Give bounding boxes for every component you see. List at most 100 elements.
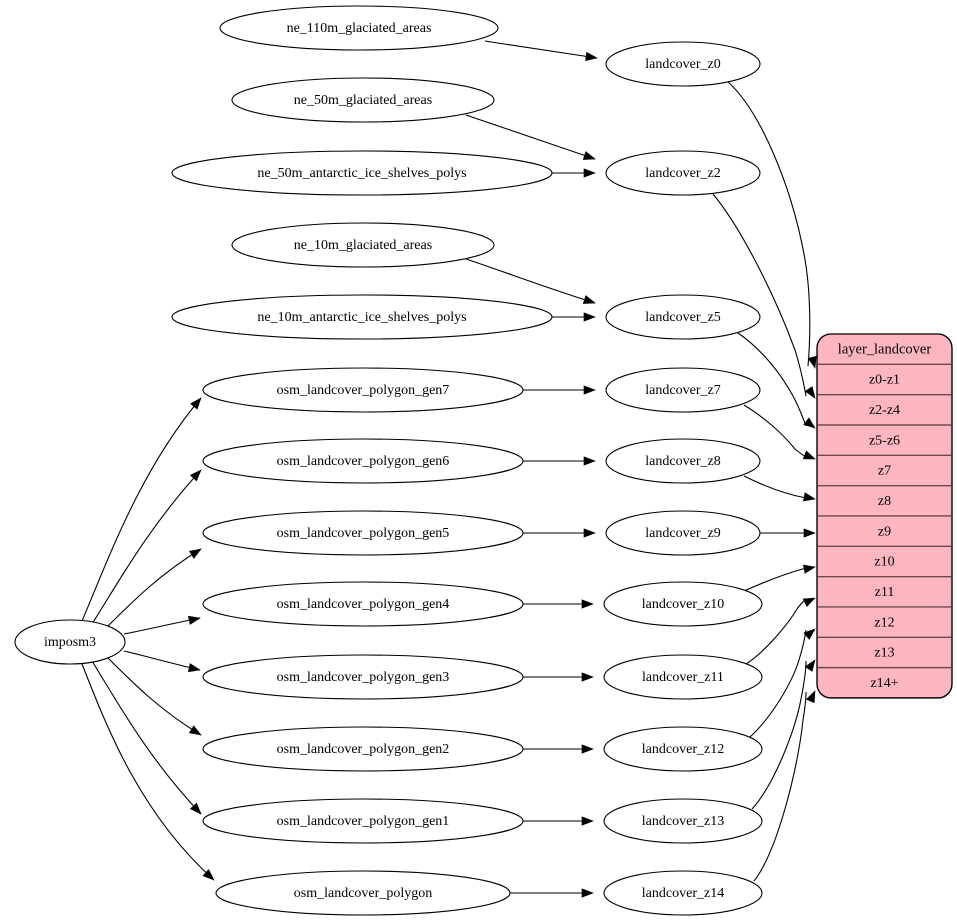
node-shape: [603, 798, 763, 844]
arrowhead: [581, 744, 594, 754]
nodes-layer: imposm3 ne_110m_glaciated_areas ne_50m_gla…: [14, 5, 763, 916]
source-node-osm_landcover_polygon_gen5[interactable]: osm_landcover_polygon_gen5: [202, 510, 524, 556]
node-shape: [202, 367, 524, 413]
source-node-ne_50m_glaciated_areas[interactable]: ne_50m_glaciated_areas: [231, 77, 495, 123]
arrowhead: [804, 386, 816, 399]
edge-landcover_z0-to-row-z0-z1: [726, 80, 811, 367]
arrowhead: [583, 456, 596, 466]
node-shape: [231, 222, 495, 268]
edge-landcover_z8-to-row-z8: [743, 475, 807, 499]
node-shape: [215, 870, 511, 916]
node-shape: [202, 510, 524, 556]
layer-node-landcover_z2[interactable]: landcover_z2: [605, 150, 761, 196]
arrowhead: [807, 355, 817, 369]
source-node-ne_10m_antarctic_ice_shelves_polys[interactable]: ne_10m_antarctic_ice_shelves_polys: [171, 294, 553, 340]
edge-landcover_z7-to-row-z7: [743, 404, 807, 458]
layer-node-landcover_z12[interactable]: landcover_z12: [603, 726, 763, 772]
node-shape: [605, 510, 761, 556]
node-shape: [603, 654, 763, 700]
arrowhead: [582, 295, 596, 304]
arrowhead: [804, 659, 816, 672]
arrowhead: [187, 663, 201, 673]
edge-imposm3-to-osm_landcover_polygon_gen6: [91, 469, 202, 625]
edge-imposm3-to-osm_landcover_polygon_gen4: [123, 617, 201, 635]
arrowhead: [581, 888, 594, 898]
node-shape: [202, 798, 524, 844]
source-node-ne_50m_antarctic_ice_shelves_polys[interactable]: ne_50m_antarctic_ice_shelves_polys: [171, 150, 553, 196]
arrowhead: [188, 548, 202, 559]
layer-node-landcover_z11[interactable]: landcover_z11: [603, 654, 763, 700]
source-node-ne_110m_glaciated_areas[interactable]: ne_110m_glaciated_areas: [219, 5, 499, 51]
node-shape: [605, 41, 761, 87]
source-node-osm_landcover_polygon_gen7[interactable]: osm_landcover_polygon_gen7: [202, 367, 524, 413]
edge-landcover_z12-to-row-z12: [749, 629, 807, 738]
node-shape: [14, 619, 126, 665]
arrowhead: [583, 528, 596, 538]
layer-node-landcover_z10[interactable]: landcover_z10: [603, 581, 763, 627]
edge-landcover_z13-to-row-z13: [751, 660, 807, 810]
arrowhead: [583, 168, 596, 178]
edge-landcover_z5-to-row-z5-z6: [737, 332, 807, 427]
node-shape: [605, 367, 761, 413]
edge-imposm3-to-osm_landcover_polygon_gen3: [123, 650, 201, 671]
layer-node-landcover_z7[interactable]: landcover_z7: [605, 367, 761, 413]
layer-node-landcover_z9[interactable]: landcover_z9: [605, 510, 761, 556]
node-shape: [605, 294, 761, 340]
source-node-osm_landcover_polygon_gen2[interactable]: osm_landcover_polygon_gen2: [202, 726, 524, 772]
node-shape: [202, 726, 524, 772]
arrowhead: [803, 492, 816, 502]
source-node-osm_landcover_polygon_gen1[interactable]: osm_landcover_polygon_gen1: [202, 798, 524, 844]
source-node-osm_landcover_polygon_gen3[interactable]: osm_landcover_polygon_gen3: [202, 654, 524, 700]
arrowhead: [581, 816, 594, 826]
arrowheads-layer: [187, 51, 817, 898]
edge-ne_50m_glaciated_areas-to-landcover_z2: [465, 114, 596, 160]
arrowhead: [803, 628, 816, 640]
source-node-imposm3[interactable]: imposm3: [14, 619, 126, 665]
edge-ne_110m_glaciated_areas-to-landcover_z0: [484, 40, 598, 59]
edge-landcover_z10-to-row-z10: [743, 567, 807, 592]
node-shape: [603, 581, 763, 627]
edge-landcover_z2-to-row-z2-z4: [712, 193, 807, 397]
node-shape: [231, 77, 495, 123]
layer-node-landcover_z14[interactable]: landcover_z14: [603, 870, 763, 916]
arrowhead: [802, 450, 816, 460]
node-shape: [603, 870, 763, 916]
arrowhead: [803, 528, 816, 538]
node-shape: [605, 150, 761, 196]
node-shape: [605, 438, 761, 484]
edge-imposm3-to-osm_landcover_polygon_gen7: [81, 397, 202, 622]
layer-node-landcover_z13[interactable]: landcover_z13: [603, 798, 763, 844]
node-shape: [202, 581, 524, 627]
arrowhead: [581, 599, 594, 609]
table-outline: [816, 333, 953, 699]
layer-node-landcover_z5[interactable]: landcover_z5: [605, 294, 761, 340]
arrowhead: [806, 690, 816, 704]
layer-node-landcover_z0[interactable]: landcover_z0: [605, 41, 761, 87]
source-node-ne_10m_glaciated_areas[interactable]: ne_10m_glaciated_areas: [231, 222, 495, 268]
node-shape: [219, 5, 499, 51]
arrowhead: [190, 397, 202, 410]
arrowhead: [585, 51, 598, 62]
layer-landcover-table[interactable]: layer_landcoverz0-z1z2-z4z5-z6z7z8z9z10z…: [816, 333, 953, 699]
arrowhead: [802, 597, 816, 607]
node-shape: [603, 726, 763, 772]
arrowhead: [581, 672, 594, 682]
edge-imposm3-to-osm_landcover_polygon_gen1: [91, 660, 202, 815]
node-shape: [171, 150, 553, 196]
arrowhead: [187, 615, 201, 625]
arrowhead: [583, 385, 596, 395]
source-node-osm_landcover_polygon[interactable]: osm_landcover_polygon: [215, 870, 511, 916]
edge-imposm3-to-osm_landcover_polygon: [81, 663, 215, 881]
node-shape: [202, 654, 524, 700]
layer-node-landcover_z8[interactable]: landcover_z8: [605, 438, 761, 484]
arrowhead: [202, 868, 215, 881]
node-shape: [202, 438, 524, 484]
source-node-osm_landcover_polygon_gen6[interactable]: osm_landcover_polygon_gen6: [202, 438, 524, 484]
arrowhead: [803, 564, 816, 574]
arrowhead: [803, 417, 816, 429]
node-shape: [171, 294, 553, 340]
source-node-osm_landcover_polygon_gen4[interactable]: osm_landcover_polygon_gen4: [202, 581, 524, 627]
edge-imposm3-to-osm_landcover_polygon_gen5: [106, 548, 202, 628]
